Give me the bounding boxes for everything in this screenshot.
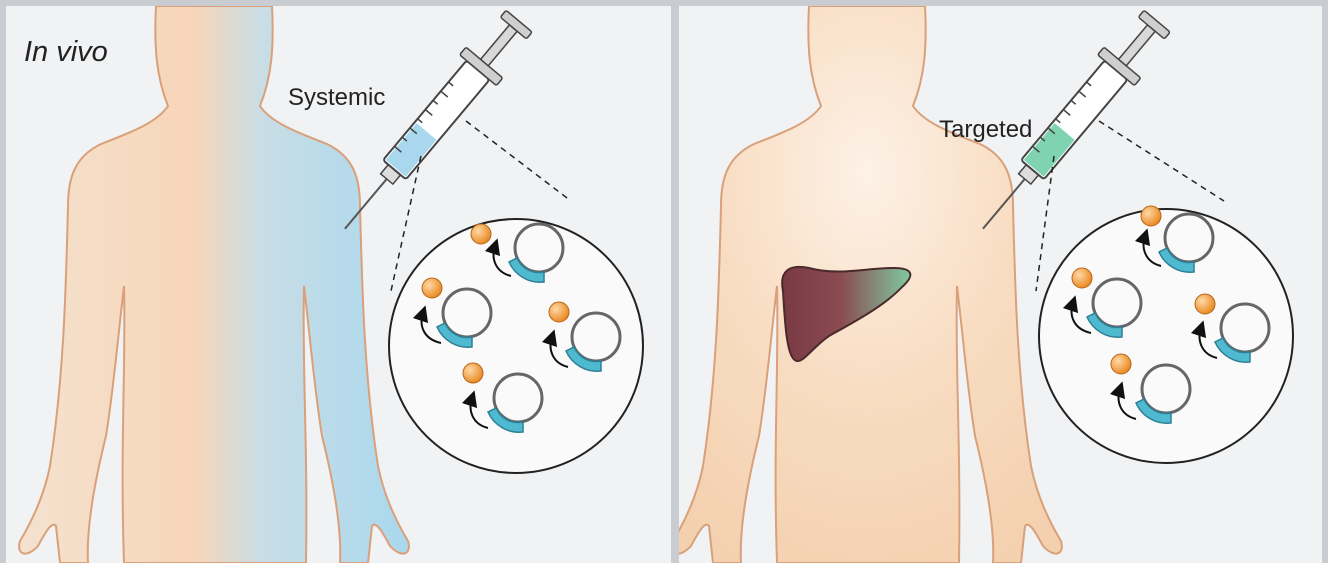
zoom-circle	[389, 219, 643, 473]
zoom-line-right	[466, 121, 571, 201]
systemic-panel: In vivo Systemic	[6, 6, 671, 563]
targeted-label: Targeted	[939, 116, 1032, 144]
targeted-panel: Targeted	[679, 6, 1322, 563]
targeted-illustration	[679, 6, 1322, 563]
systemic-label: Systemic	[288, 84, 385, 112]
in-vivo-label: In vivo	[24, 36, 108, 69]
zoom-circle	[1039, 206, 1293, 463]
zoom-line-right	[1099, 121, 1224, 201]
